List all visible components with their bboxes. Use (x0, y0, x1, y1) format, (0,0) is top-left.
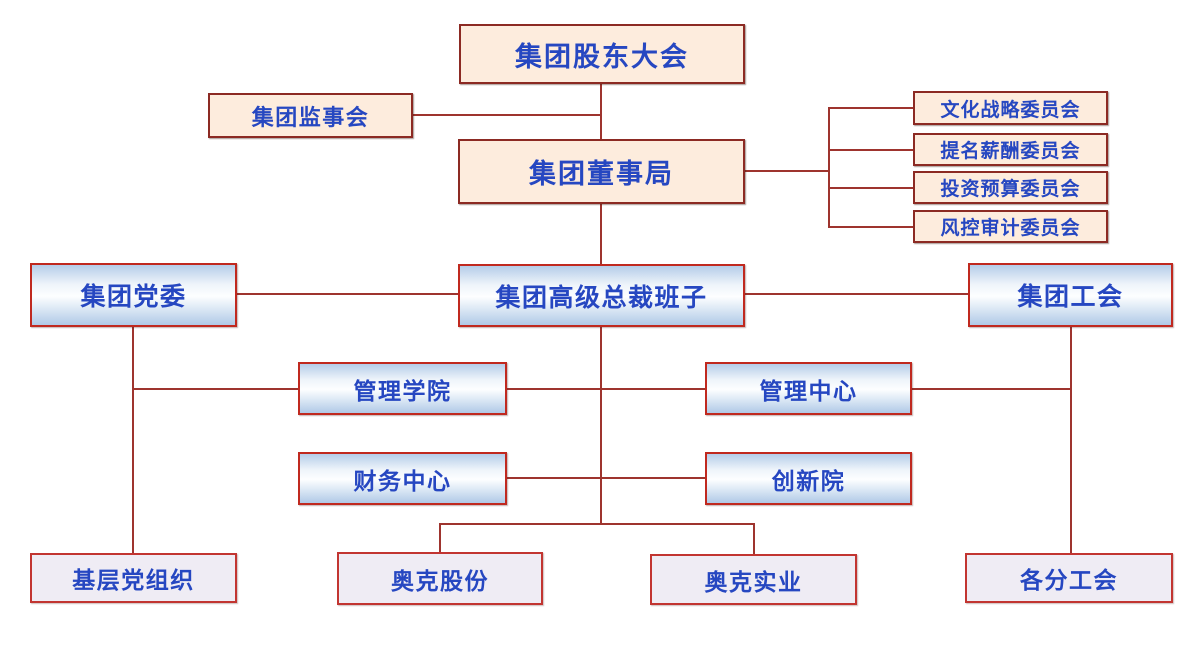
connector-presidents-union (745, 293, 969, 295)
node-management-center: 管理中心 (705, 362, 912, 415)
connector-supervisory-stem (413, 114, 601, 116)
node-grassroots-party-orgs: 基层党组织 (30, 553, 237, 603)
connector-committee-2 (828, 149, 913, 151)
node-supervisory-board: 集团监事会 (208, 93, 413, 138)
node-aoke-shares: 奥克股份 (337, 552, 543, 605)
connector-board-bracket (745, 170, 829, 172)
node-labor-union: 集团工会 (968, 263, 1173, 327)
connector-committee-bracket (828, 107, 830, 228)
node-party-committee: 集团党委 (30, 263, 237, 327)
connector-center-stem (600, 326, 602, 525)
node-shareholders-meeting: 集团股东大会 (459, 24, 745, 84)
node-board-of-directors: 集团董事局 (458, 139, 745, 204)
connector-finance-innovation (506, 477, 706, 479)
connector-party-mgmt-institute (133, 388, 299, 390)
connector-mgmt-institute-center (506, 388, 706, 390)
connector-bottom-bracket (439, 523, 755, 525)
node-finance-center: 财务中心 (298, 452, 507, 505)
connector-mgmt-center-union (911, 388, 1071, 390)
connector-aoke-industry (753, 523, 755, 555)
committee-box-risk-audit: 风控审计委员会 (913, 210, 1108, 243)
connector-shareholders-board (600, 84, 602, 140)
committee-box-nomination-remuneration: 提名薪酬委员会 (913, 133, 1108, 166)
committee-box-investment-budget: 投资预算委员会 (913, 171, 1108, 204)
connector-party-grassroots (132, 326, 134, 554)
connector-board-presidents (600, 204, 602, 265)
connector-party-presidents (236, 293, 459, 295)
committee-box-culture-strategy: 文化战略委员会 (913, 91, 1108, 125)
node-senior-president-team: 集团高级总裁班子 (458, 264, 745, 327)
node-aoke-industry: 奥克实业 (650, 554, 857, 605)
node-management-institute: 管理学院 (298, 362, 507, 415)
connector-aoke-shares (439, 523, 441, 553)
connector-committee-1 (828, 107, 913, 109)
node-branch-unions: 各分工会 (965, 553, 1173, 603)
connector-committee-3 (828, 187, 913, 189)
connector-union-branches (1070, 326, 1072, 554)
node-innovation-institute: 创新院 (705, 452, 912, 505)
connector-committee-4 (828, 226, 913, 228)
